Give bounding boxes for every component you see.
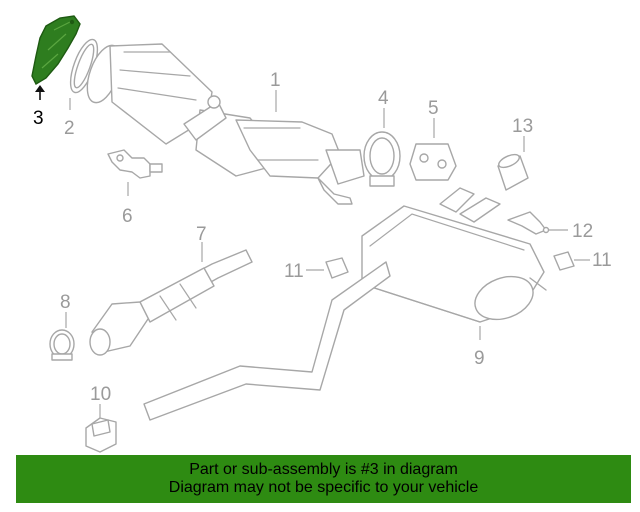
arrow-3-icon [35, 85, 45, 92]
part-11-hanger-left[interactable] [325, 257, 349, 279]
banner-line-1: Part or sub-assembly is #3 in diagram [189, 461, 458, 478]
callout-13[interactable]: 13 [512, 116, 533, 137]
callout-7[interactable]: 7 [196, 224, 207, 245]
callout-5[interactable]: 5 [428, 98, 439, 119]
part-12-bracket[interactable] [507, 211, 550, 235]
callout-9[interactable]: 9 [474, 348, 485, 369]
part-8-clamp[interactable] [49, 329, 75, 361]
callout-6[interactable]: 6 [122, 206, 133, 227]
callout-11-right[interactable]: 11 [592, 250, 612, 271]
callout-4[interactable]: 4 [378, 88, 389, 109]
callout-12[interactable]: 12 [572, 221, 593, 242]
callout-3[interactable]: 3 [33, 108, 44, 129]
part-9-rear-muffler[interactable] [143, 187, 547, 421]
part-1-catalytic-converter[interactable] [81, 41, 365, 205]
callout-8[interactable]: 8 [60, 292, 71, 313]
info-banner: Part or sub-assembly is #3 in diagram Di… [16, 455, 631, 503]
part-4-clamp[interactable] [363, 131, 401, 187]
part-10-clamp[interactable] [85, 417, 117, 453]
callout-10[interactable]: 10 [90, 384, 111, 405]
part-13-tip[interactable] [497, 152, 529, 191]
exhaust-parts-diagram: 3 2 1 6 4 5 [31, 15, 612, 453]
part-5-hanger[interactable] [409, 143, 457, 181]
callout-1[interactable]: 1 [270, 70, 281, 91]
banner-line-2: Diagram may not be specific to your vehi… [168, 479, 479, 496]
callout-11-left[interactable]: 11 [284, 261, 304, 282]
part-11-hanger-right[interactable] [553, 251, 575, 271]
callout-2[interactable]: 2 [64, 118, 75, 139]
part-6-bracket[interactable] [107, 149, 163, 179]
part-7-intermediate-pipe[interactable] [89, 249, 253, 356]
part-3-heat-shield[interactable] [31, 15, 81, 85]
part-2-gasket[interactable] [65, 36, 103, 95]
